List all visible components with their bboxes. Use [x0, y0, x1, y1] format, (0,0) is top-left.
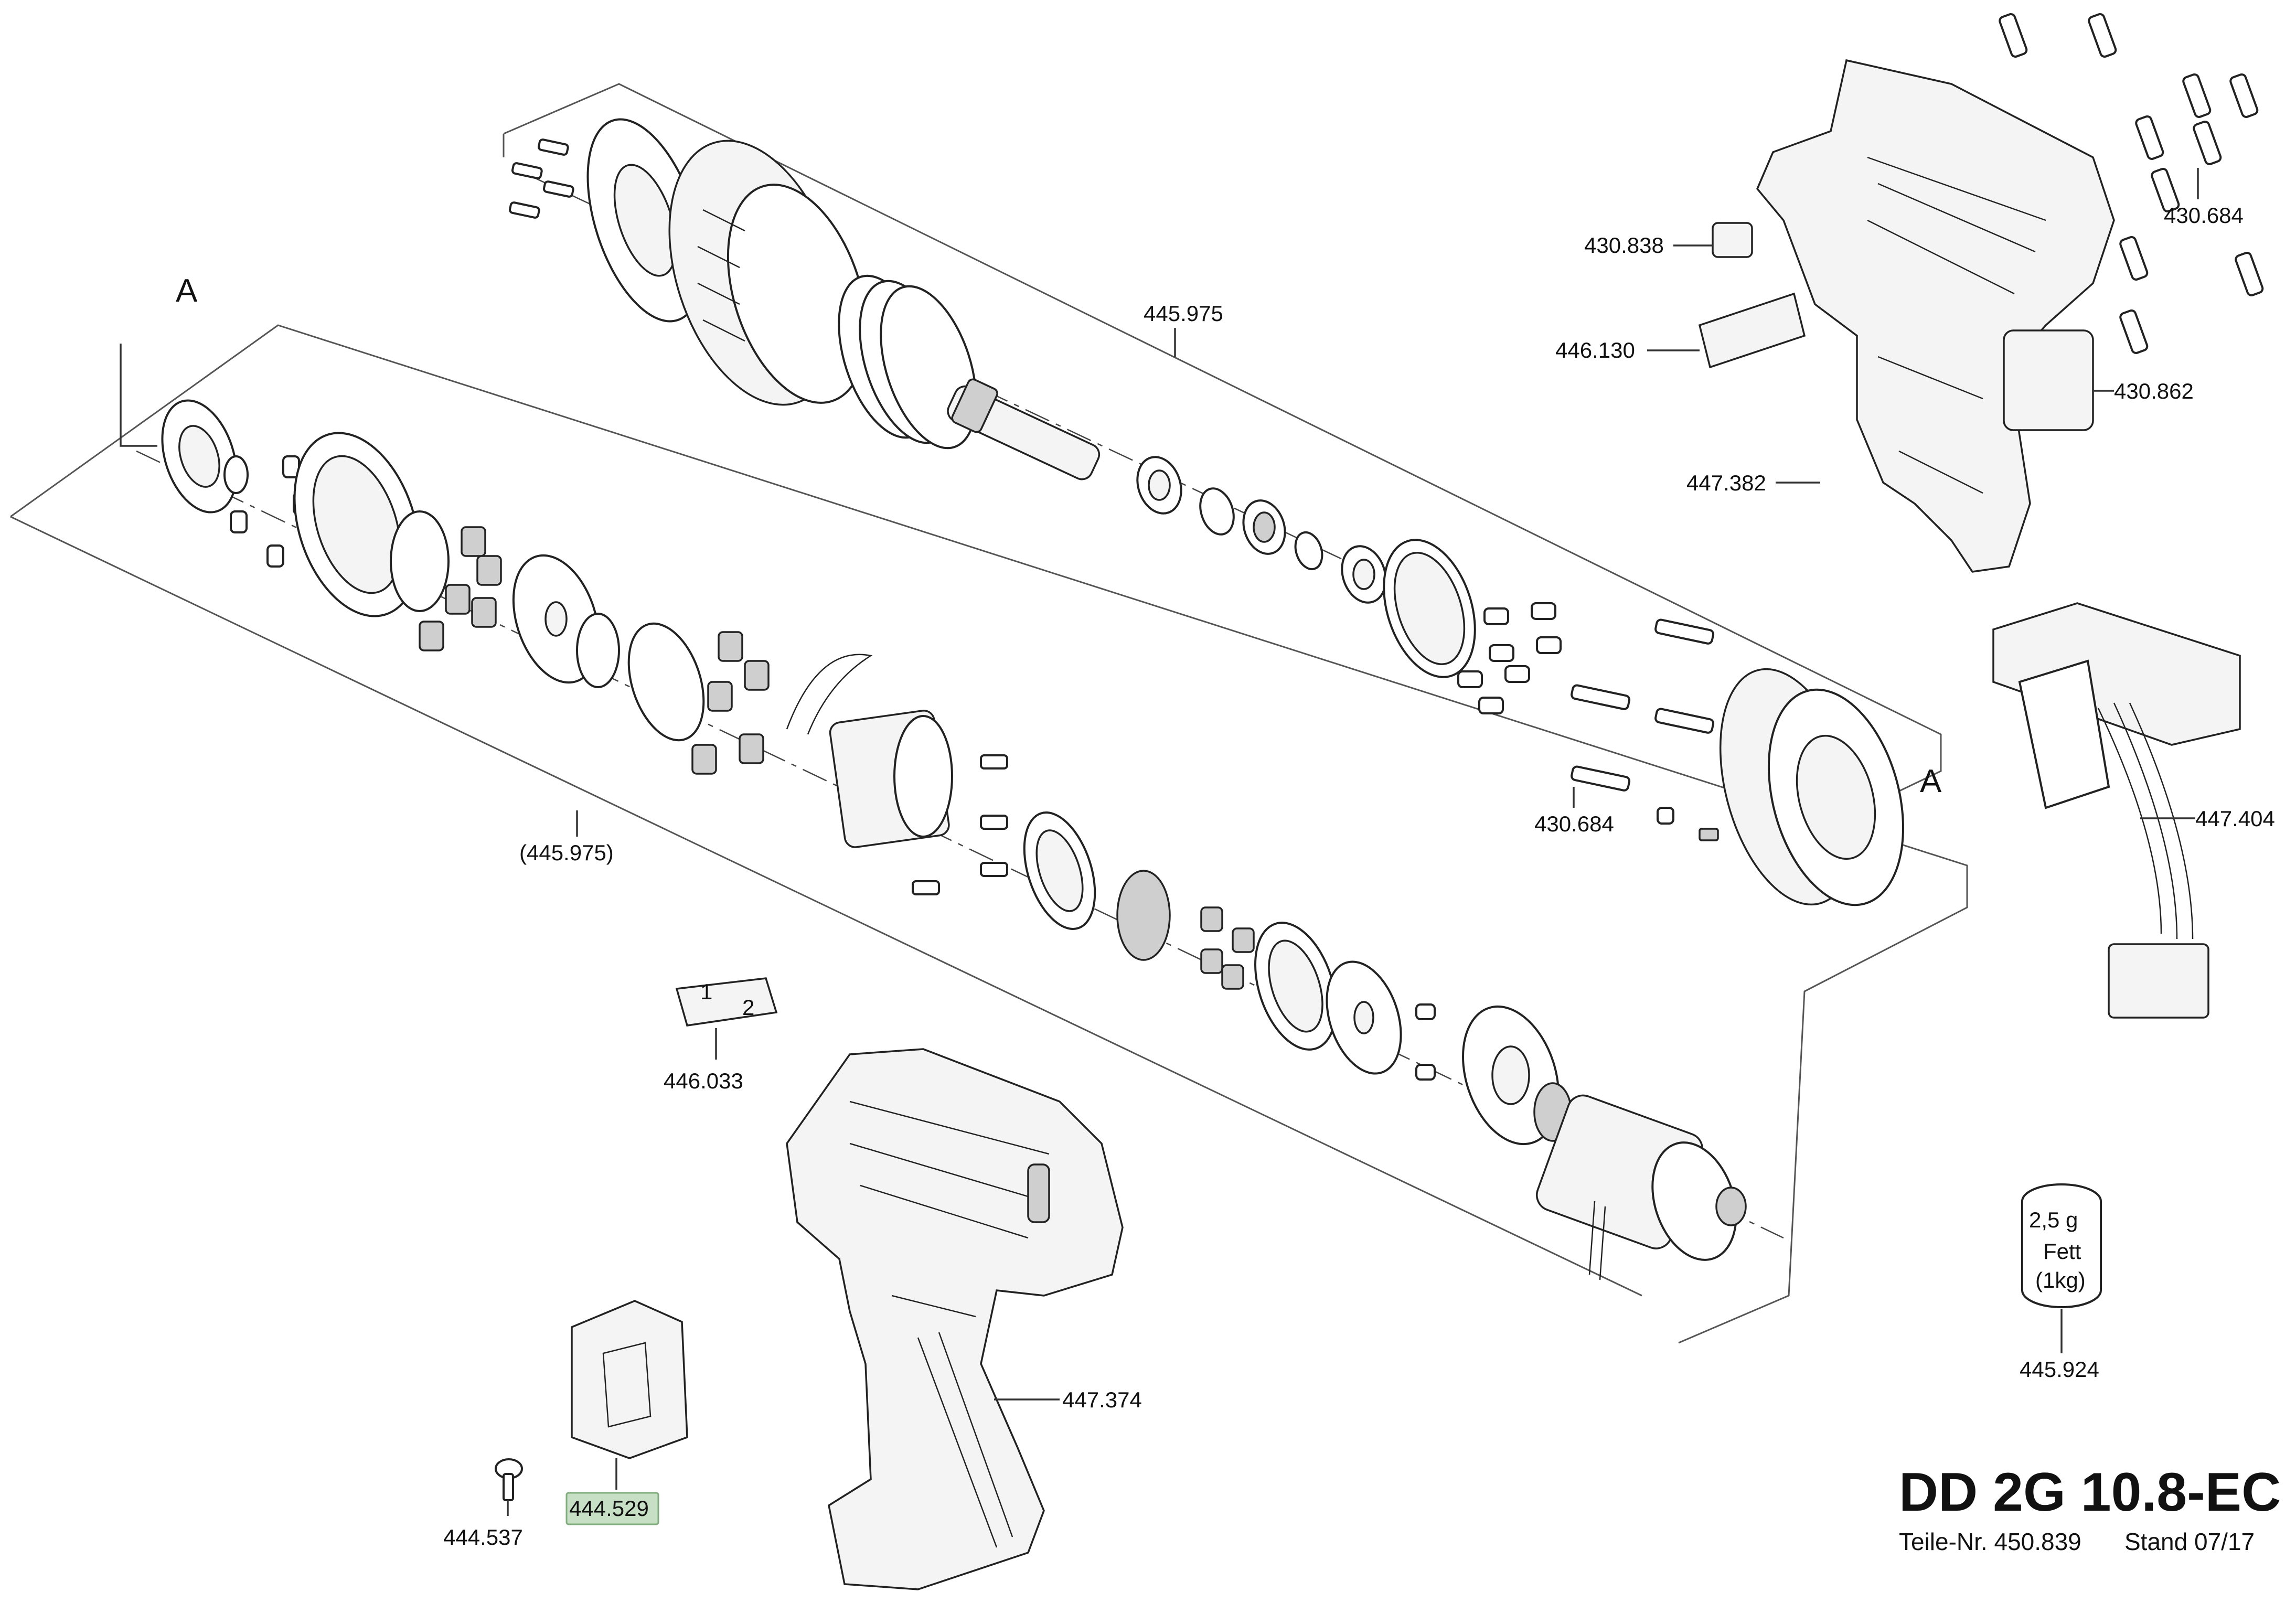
- pins-right-cluster: [1457, 602, 1719, 841]
- sun-gear: [1116, 870, 1171, 961]
- drawing-status: Stand 07/17: [2124, 1528, 2255, 1555]
- label-430838: 430.838: [1584, 233, 1664, 258]
- grease-amount: 2,5 g: [2029, 1207, 2078, 1232]
- section-marker-a-left: A: [176, 273, 198, 309]
- switch-mark-1: 1: [700, 979, 712, 1004]
- gearbox-housing: [829, 710, 953, 848]
- planet-carrier-1: [390, 510, 450, 612]
- spindle-shaft: [947, 378, 1101, 480]
- lower-frame-bottom-edge: [10, 516, 1642, 1297]
- planet-gears-stage-3: [1200, 906, 1255, 990]
- label-447382: 447.382: [1686, 471, 1766, 495]
- part-430862: [2003, 329, 2094, 431]
- grease-unit: (1kg): [2035, 1268, 2086, 1292]
- planet-gears-stage-2: [691, 631, 770, 775]
- housing-half-right: [1756, 59, 2115, 573]
- screws-right-middle: [1571, 618, 1715, 792]
- electronics-module: [1992, 602, 2241, 1019]
- marker-a-left-leader: [120, 344, 157, 447]
- bearing-set: [1136, 456, 1476, 678]
- label-444537: 444.537: [443, 1525, 523, 1549]
- pins-motor: [1415, 1003, 1436, 1081]
- label-446130: 446.130: [1555, 338, 1635, 362]
- clutch-spring: [838, 274, 977, 450]
- label-445975-top: 445.975: [1144, 301, 1223, 326]
- planet-gears-stage-1: [419, 526, 502, 651]
- screws-middle: [912, 754, 1008, 895]
- label-444529-highlight: [565, 1492, 659, 1525]
- screw-set-top-left: [508, 138, 574, 219]
- label-446033: 446.033: [664, 1068, 743, 1093]
- label-430684-mid: 430.684: [1534, 811, 1614, 836]
- screw-444537: [495, 1458, 523, 1501]
- drawing-part-no: Teile-Nr. 450.839: [1899, 1528, 2081, 1555]
- drawing-title: DD 2G 10.8-EC: [1899, 1462, 2281, 1523]
- small-ring: [223, 455, 249, 494]
- section-marker-a-right: A: [1920, 763, 1942, 799]
- clutch-ring: [668, 140, 868, 406]
- gearbox-rear-housing: [1719, 668, 1905, 906]
- part-446033: 1 2: [675, 977, 778, 1027]
- lower-part-group: [136, 399, 1905, 1280]
- label-430862: 430.862: [2114, 379, 2194, 403]
- label-444529: 444.529: [569, 1496, 649, 1521]
- drill-housing: [786, 1048, 1124, 1590]
- label-430684-right: 430.684: [2164, 203, 2244, 228]
- switch-mark-2: 2: [742, 995, 754, 1020]
- upper-assembly-frame: [503, 83, 1942, 830]
- label-445975-bottom: (445.975): [519, 840, 614, 865]
- grease-name: Fett: [2043, 1239, 2081, 1264]
- planet-carrier-2: [576, 613, 620, 688]
- belt-clip: [571, 1300, 688, 1459]
- label-445924: 445.924: [2020, 1357, 2099, 1382]
- grease-can[interactable]: 2,5 g Fett (1kg): [2021, 1183, 2102, 1308]
- part-430838: [1712, 222, 1753, 258]
- lower-assembly-frame: [10, 324, 1968, 1344]
- part-446130: [1698, 292, 1806, 369]
- label-447404: 447.404: [2195, 806, 2275, 831]
- screws-top-right: [1999, 13, 2264, 354]
- lower-center-axis: [136, 450, 1784, 1239]
- gear-plate: [627, 622, 705, 742]
- upper-part-group: [508, 118, 1476, 678]
- brushless-motor: [1536, 1094, 1747, 1280]
- wire-clip: [786, 654, 873, 735]
- label-447374: 447.374: [1062, 1387, 1142, 1412]
